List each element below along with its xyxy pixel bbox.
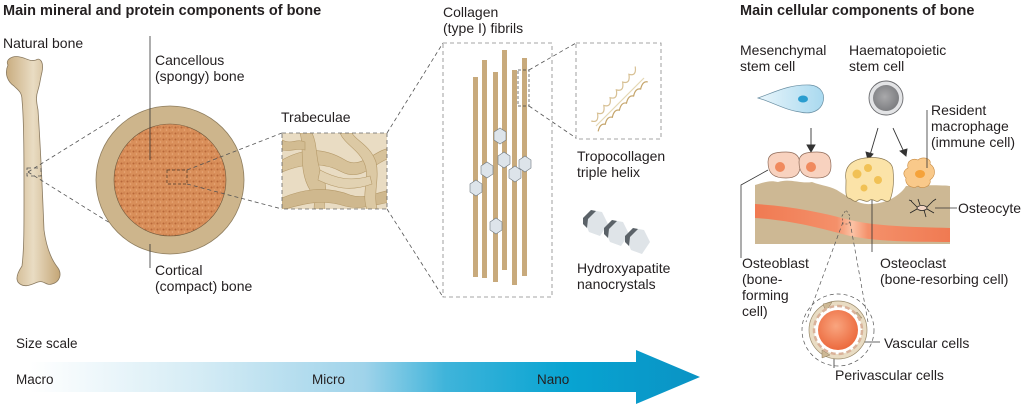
scale-level-micro: Micro — [312, 372, 345, 387]
osteocyte-cell — [908, 198, 937, 218]
zoom-lines-trabeculae — [186, 132, 283, 210]
bone-cross-section — [95, 105, 245, 255]
nanocrystal — [480, 161, 494, 179]
nanocrystal — [508, 165, 522, 183]
cancellous-bone-label: Cancellous (spongy) bone — [155, 52, 245, 84]
nanocrystal — [469, 179, 483, 197]
collagen-fibrils-label: Collagen (type I) fibrils — [443, 4, 524, 36]
fibril — [493, 72, 498, 282]
right-panel-title: Main cellular components of bone — [740, 3, 975, 19]
osteoblast-label: Osteoblast (bone- forming cell) — [742, 255, 809, 319]
resident-macrophage-label: Resident macrophage (immune cell) — [931, 102, 1016, 150]
hydroxyapatite-label: Hydroxyapatite nanocrystals — [577, 260, 671, 292]
scale-level-nano: Nano — [537, 372, 570, 387]
natural-bone-label: Natural bone — [3, 35, 84, 51]
nanocrystal — [493, 127, 507, 145]
trabeculae-label: Trabeculae — [281, 109, 351, 125]
resident-macrophage — [903, 157, 935, 188]
tropocollagen-illustration — [575, 42, 662, 140]
trabeculae-illustration — [281, 132, 388, 210]
vascular-cells-label: Vascular cells — [884, 335, 970, 351]
scale-level-macro: Macro — [16, 372, 54, 387]
osteoclast — [845, 157, 894, 202]
nanocrystal — [497, 151, 511, 169]
haematopoietic-stem-cell-label: Haematopoietic stem cell — [849, 42, 947, 74]
mesenchymal-stem-cell — [756, 84, 824, 114]
cortical-bone-label: Cortical (compact) bone — [155, 262, 253, 294]
hydroxyapatite-illustration — [583, 210, 650, 254]
zoom-lines-tropocollagen — [528, 42, 577, 139]
size-scale-title: Size scale — [16, 336, 78, 351]
haematopoietic-stem-cell — [868, 80, 904, 116]
collagen-fibrils-illustration — [442, 42, 553, 298]
zoom-lines-collagen — [386, 42, 444, 298]
perivascular-cells-label: Perivascular cells — [835, 367, 944, 383]
size-scale-arrow — [30, 350, 700, 404]
osteoclast-label: Osteoclast (bone-resorbing cell) — [880, 255, 1009, 287]
femur-illustration — [6, 56, 61, 287]
blood-vessel-cross-section — [808, 300, 868, 360]
osteoblasts — [767, 151, 832, 179]
left-panel-title: Main mineral and protein components of b… — [3, 3, 322, 19]
nanocrystal — [489, 217, 503, 235]
zoom-lines-vessel — [801, 221, 875, 367]
fibril — [473, 77, 478, 277]
nanocrystal — [518, 155, 532, 173]
mesenchymal-stem-cell-label: Mesenchymal stem cell — [740, 42, 827, 74]
right-leader-lines — [740, 110, 957, 368]
zoom-lines-femur — [26, 114, 121, 229]
osteocyte-label: Osteocyte — [958, 200, 1022, 216]
tropocollagen-label: Tropocollagen triple helix — [577, 148, 666, 180]
